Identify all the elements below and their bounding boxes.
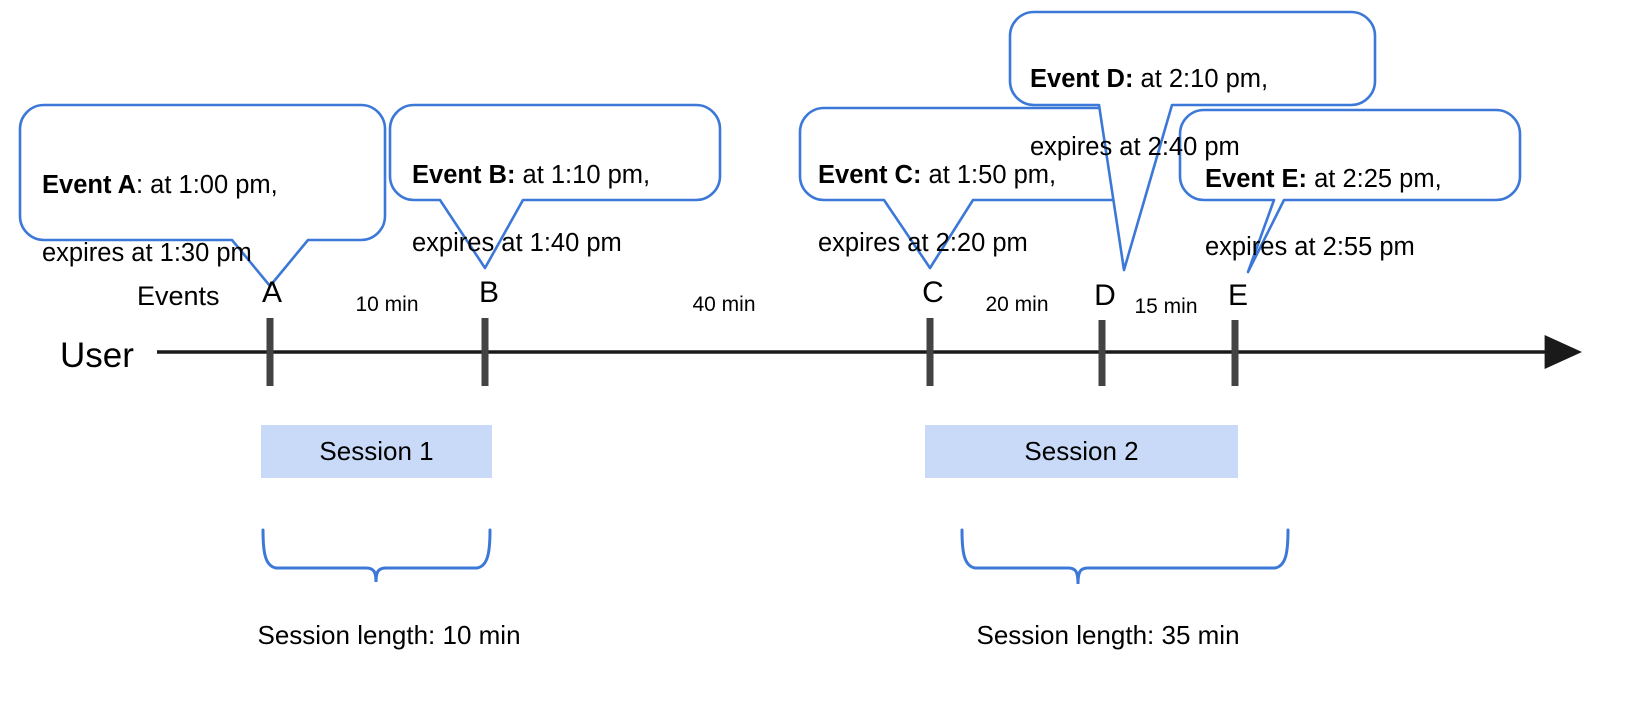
callout-d-bold: Event D: (1030, 65, 1134, 93)
callout-c-bold: Event C: (818, 161, 922, 189)
event-letter-b: B (478, 276, 500, 309)
callout-d-line2: expires at 2:40 pm (1030, 133, 1240, 161)
gap-label-c-d: 20 min (985, 293, 1049, 316)
callout-d-rest: at 2:10 pm, (1133, 65, 1269, 93)
events-label: Events (137, 281, 220, 311)
gap-label-d-e: 15 min (1134, 295, 1198, 318)
callout-e-bold: Event E: (1205, 165, 1308, 193)
callout-c-rest: at 1:50 pm, (921, 161, 1057, 189)
callout-a-rest: : at 1:00 pm, (136, 171, 278, 199)
callout-text-e: Event E: at 2:25 pm, expires at 2:55 pm (1205, 128, 1515, 264)
session-2-length-label: Session length: 35 min (976, 620, 1240, 650)
callout-a-line2: expires at 1:30 pm (42, 239, 252, 267)
timeline-row-label: User (60, 336, 134, 375)
callout-text-c: Event C: at 1:50 pm, expires at 2:20 pm (818, 124, 1128, 260)
callout-e-rest: at 2:25 pm, (1307, 165, 1442, 193)
session-box-1: Session 1 (261, 425, 492, 478)
callout-bubble-a (18, 103, 387, 288)
gap-label-b-c: 40 min (692, 293, 756, 316)
session-1-length-label: Session length: 10 min (257, 620, 521, 650)
callout-a-bold: Event A (42, 171, 136, 199)
event-letter-d: D (1094, 279, 1116, 312)
session-box-2: Session 2 (925, 425, 1238, 478)
session-1-brace (261, 528, 492, 583)
event-letter-e: E (1227, 279, 1249, 312)
callout-bubble-d (1008, 10, 1377, 272)
callout-e-line2: expires at 2:55 pm (1205, 233, 1415, 261)
session-2-label: Session 2 (1024, 436, 1139, 466)
callout-bubble-e (1178, 108, 1522, 274)
callout-c-line2: expires at 2:20 pm (818, 229, 1028, 257)
callout-text-a: Event A: at 1:00 pm, expires at 1:30 pm (42, 134, 372, 270)
callout-b-line2: expires at 1:40 pm (412, 229, 622, 257)
callout-bubble-b (388, 103, 722, 270)
event-letter-c: C (922, 276, 944, 309)
callout-b-bold: Event B: (412, 161, 516, 189)
callout-text-b: Event B: at 1:10 pm, expires at 1:40 pm (412, 124, 712, 260)
callout-b-rest: at 1:10 pm, (515, 161, 651, 189)
callout-text-d: Event D: at 2:10 pm, expires at 2:40 pm (1030, 28, 1360, 164)
gap-label-a-b: 10 min (355, 293, 419, 316)
event-letter-a: A (261, 276, 283, 309)
session-2-brace (960, 528, 1290, 585)
session-1-label: Session 1 (319, 436, 434, 466)
